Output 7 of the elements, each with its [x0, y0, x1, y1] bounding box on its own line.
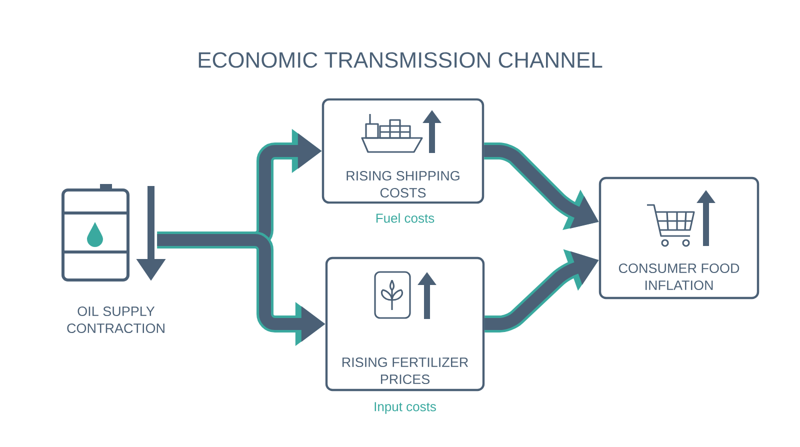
node-label: OIL SUPPLY CONTRACTION: [67, 306, 164, 334]
node-label: Input costs: [374, 402, 436, 414]
title: ECONOMIC TRANSMISSION CHANNEL: [198, 52, 602, 68]
process-box: RISING FERTILIZER PRICES: [325, 256, 485, 392]
process-box: CONSUMER FOOD INFLATION: [598, 176, 760, 300]
process-box: RISING SHIPPING COSTS: [322, 98, 484, 204]
node-label: Fuel costs: [376, 213, 434, 223]
